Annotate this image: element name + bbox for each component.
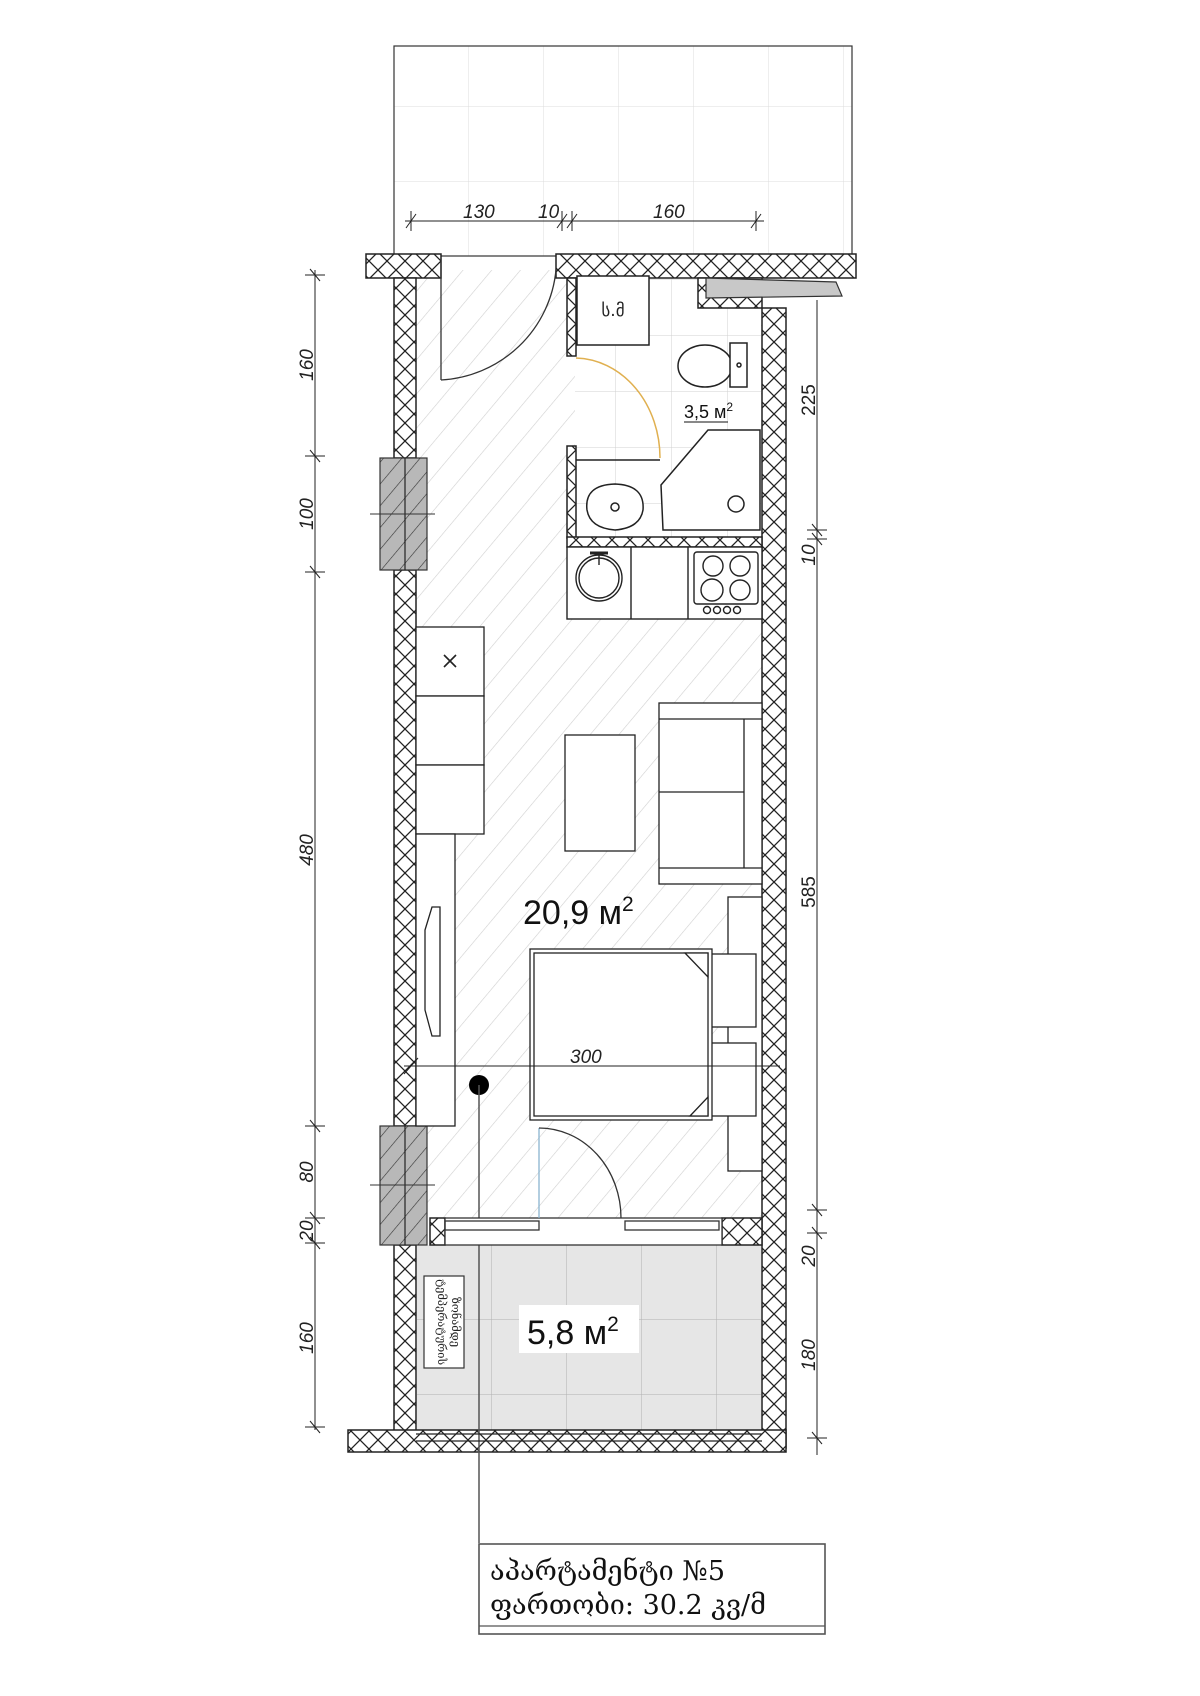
svg-text:160: 160 — [297, 1322, 318, 1354]
balcony-railing — [416, 1433, 762, 1442]
balcony-area-label: 5,8 м2 — [519, 1305, 639, 1353]
right-dimensions: 225 10 585 20 180 — [799, 300, 827, 1455]
left-dimensions: 160 100 480 80 20 160 — [297, 268, 325, 1434]
svg-text:180: 180 — [799, 1339, 820, 1371]
bathroom-door-swing[interactable] — [575, 357, 661, 459]
balcony-sign: ტემპერატურის ზონამდე — [423, 1275, 465, 1369]
bed — [529, 896, 763, 1172]
apartment-number: აპარტამენტი №5 — [490, 1556, 725, 1587]
leader-line — [469, 1075, 489, 1543]
svg-text:130: 130 — [463, 202, 495, 223]
main-room-area-label: 20,9 м2 — [523, 893, 634, 932]
kitchen-counter — [566, 546, 763, 620]
bathroom-area-label: 3,5 м2 — [684, 400, 733, 423]
sofa — [658, 702, 763, 885]
svg-text:ტემპერატურის: ტემპერატურის — [435, 1279, 448, 1365]
tv-icon — [424, 906, 441, 1037]
svg-text:10: 10 — [538, 202, 560, 223]
svg-text:3,5 м2: 3,5 м2 — [684, 400, 733, 422]
svg-text:160: 160 — [653, 202, 685, 223]
svg-text:80: 80 — [297, 1161, 318, 1183]
left-windows — [370, 457, 435, 1246]
svg-text:225: 225 — [799, 384, 820, 416]
entrance-door[interactable] — [440, 258, 557, 381]
apartment-area: ფართობი: 30.2 კვ/მ — [490, 1590, 766, 1621]
svg-text:10: 10 — [799, 544, 820, 566]
top-dimensions: 130 10 160 — [405, 202, 764, 231]
svg-text:ზონამდე: ზონამდე — [449, 1297, 462, 1347]
svg-text:100: 100 — [297, 498, 318, 530]
svg-text:20: 20 — [799, 1245, 820, 1268]
bathroom-label: ს.მ — [601, 301, 624, 321]
washing-machine — [576, 275, 650, 346]
svg-text:160: 160 — [297, 349, 318, 381]
top-terrace — [393, 45, 853, 257]
title-box: აპარტამენტი №5 ფართობი: 30.2 კვ/მ — [478, 1543, 826, 1635]
bathroom-fixtures: ს.მ — [575, 275, 761, 531]
dining-table — [564, 734, 636, 852]
svg-text:20: 20 — [297, 1220, 318, 1243]
top-window — [705, 277, 843, 299]
balcony-door[interactable] — [444, 1127, 723, 1246]
inner-dimension: 300 — [403, 1047, 780, 1075]
svg-text:585: 585 — [799, 876, 820, 908]
svg-text:5,8 м2: 5,8 м2 — [527, 1313, 619, 1352]
wardrobe — [415, 626, 485, 1127]
svg-text:480: 480 — [297, 834, 318, 866]
toilet-icon — [677, 344, 733, 388]
bedside-cabinet — [727, 896, 763, 1172]
svg-text:300: 300 — [570, 1047, 602, 1068]
